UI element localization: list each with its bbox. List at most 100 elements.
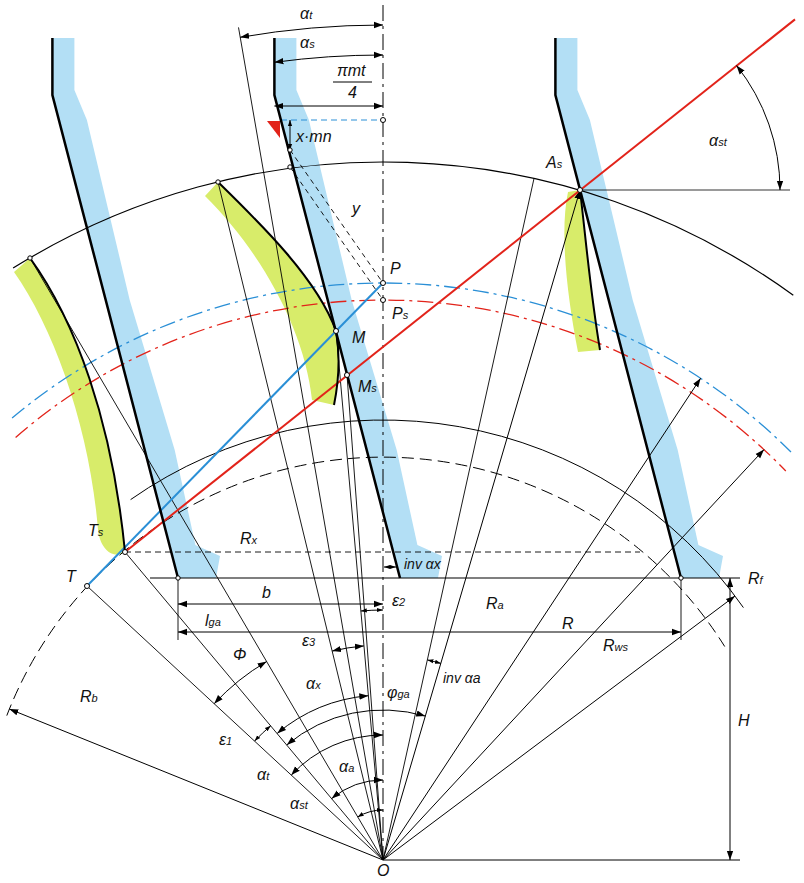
angle-arc xyxy=(291,735,383,775)
dimension-line xyxy=(730,578,731,860)
dimension-label: H xyxy=(738,712,750,730)
angle-arc xyxy=(361,610,383,611)
angle-label: αx xyxy=(306,675,321,694)
point-marker xyxy=(85,584,90,589)
rack-flank xyxy=(555,38,681,578)
point-label: P xyxy=(390,260,401,278)
ray xyxy=(218,182,383,860)
angle-arc xyxy=(427,660,441,664)
point-marker xyxy=(578,188,583,193)
dimension-label: b xyxy=(262,584,271,602)
angle-label: αst xyxy=(290,795,308,814)
angle-label: ε1 xyxy=(219,731,232,750)
angle-label: ε3 xyxy=(302,632,315,651)
dimension-line xyxy=(178,632,681,633)
angle-arc xyxy=(332,780,383,799)
point-marker xyxy=(381,118,386,123)
extension-line xyxy=(383,860,740,861)
ray xyxy=(87,586,383,860)
angle-arc xyxy=(277,696,368,734)
symmetry-axis xyxy=(383,5,384,860)
dimension-line xyxy=(290,120,291,150)
tip-circle xyxy=(13,162,793,295)
point-marker xyxy=(176,576,180,580)
point-label: Ps xyxy=(392,305,408,324)
involute-profile xyxy=(580,190,600,350)
angle-label: ε2 xyxy=(392,592,405,611)
angle-arc xyxy=(737,66,781,191)
angle-label: αt xyxy=(257,766,269,785)
point-marker xyxy=(288,165,292,169)
extension-line xyxy=(580,190,790,191)
dimension-label: 4 xyxy=(348,84,357,102)
angle-arc xyxy=(214,662,266,704)
point-label: O xyxy=(377,862,389,880)
point-marker xyxy=(216,180,220,184)
angle-arc xyxy=(384,567,396,568)
point-marker xyxy=(334,329,339,334)
angle-arc xyxy=(332,646,364,651)
rack-tooth xyxy=(555,38,723,578)
point-label: T xyxy=(66,568,76,586)
radius-label: Rf xyxy=(748,570,763,589)
angle-label: inv αx xyxy=(404,556,441,572)
line-of-action xyxy=(87,283,383,586)
rack-base-line xyxy=(150,577,740,578)
angle-arc xyxy=(287,710,426,745)
radius-arrow xyxy=(383,596,735,860)
radius-arrow xyxy=(9,709,383,860)
radius-arrow xyxy=(383,378,701,860)
working-circle xyxy=(16,300,786,471)
angle-arc xyxy=(274,55,383,62)
ray xyxy=(125,552,383,860)
radius-arrow xyxy=(383,450,764,860)
line-of-action xyxy=(125,19,795,552)
radius-label: Rb xyxy=(80,688,98,707)
point-label: Ms xyxy=(358,378,377,397)
dimension-label: πmt xyxy=(337,62,366,80)
construction-line xyxy=(290,150,383,283)
reference-line xyxy=(281,120,383,121)
base-circle xyxy=(7,457,725,715)
point-marker xyxy=(288,148,292,152)
extension-line xyxy=(178,578,179,640)
angle-label: inv αa xyxy=(443,670,481,686)
point-label: M xyxy=(352,329,365,347)
rack-flank xyxy=(52,38,178,578)
angle-label: αst xyxy=(709,132,727,151)
angle-label: αa xyxy=(339,758,354,777)
point-marker xyxy=(381,281,386,286)
dimension-line xyxy=(178,604,383,605)
angle-label: αt xyxy=(300,5,312,24)
point-label: As xyxy=(546,154,562,173)
radius-label: Rx xyxy=(240,530,257,549)
dimension-label: x·mn xyxy=(296,128,332,146)
dimension-line xyxy=(274,106,383,107)
point-marker xyxy=(123,550,128,555)
ray xyxy=(383,179,534,861)
radius-label: R xyxy=(562,615,574,633)
point-label: Ts xyxy=(88,522,103,541)
point-marker xyxy=(345,373,350,378)
radius-arrow xyxy=(383,190,580,860)
construction-line xyxy=(290,167,383,300)
angle-label: φga xyxy=(387,684,410,703)
angle-arc xyxy=(255,726,271,741)
gear-tooth xyxy=(564,190,600,352)
rack-flank xyxy=(274,38,400,578)
gear-tooth xyxy=(14,258,125,555)
radius-label: Rws xyxy=(603,637,628,656)
extension-line xyxy=(681,578,682,640)
angle-label: Φ xyxy=(233,646,246,664)
angle-arc xyxy=(358,810,383,817)
radius-label: Ra xyxy=(486,595,504,614)
dimension-label: y xyxy=(352,200,360,218)
angle-label: αs xyxy=(300,34,315,53)
involute-profile xyxy=(218,182,339,405)
point-marker xyxy=(381,298,386,303)
involute-profile xyxy=(30,258,125,552)
profile-shift-mark xyxy=(267,121,280,138)
dimension-label: lga xyxy=(205,612,221,631)
angle-arc xyxy=(240,25,383,37)
